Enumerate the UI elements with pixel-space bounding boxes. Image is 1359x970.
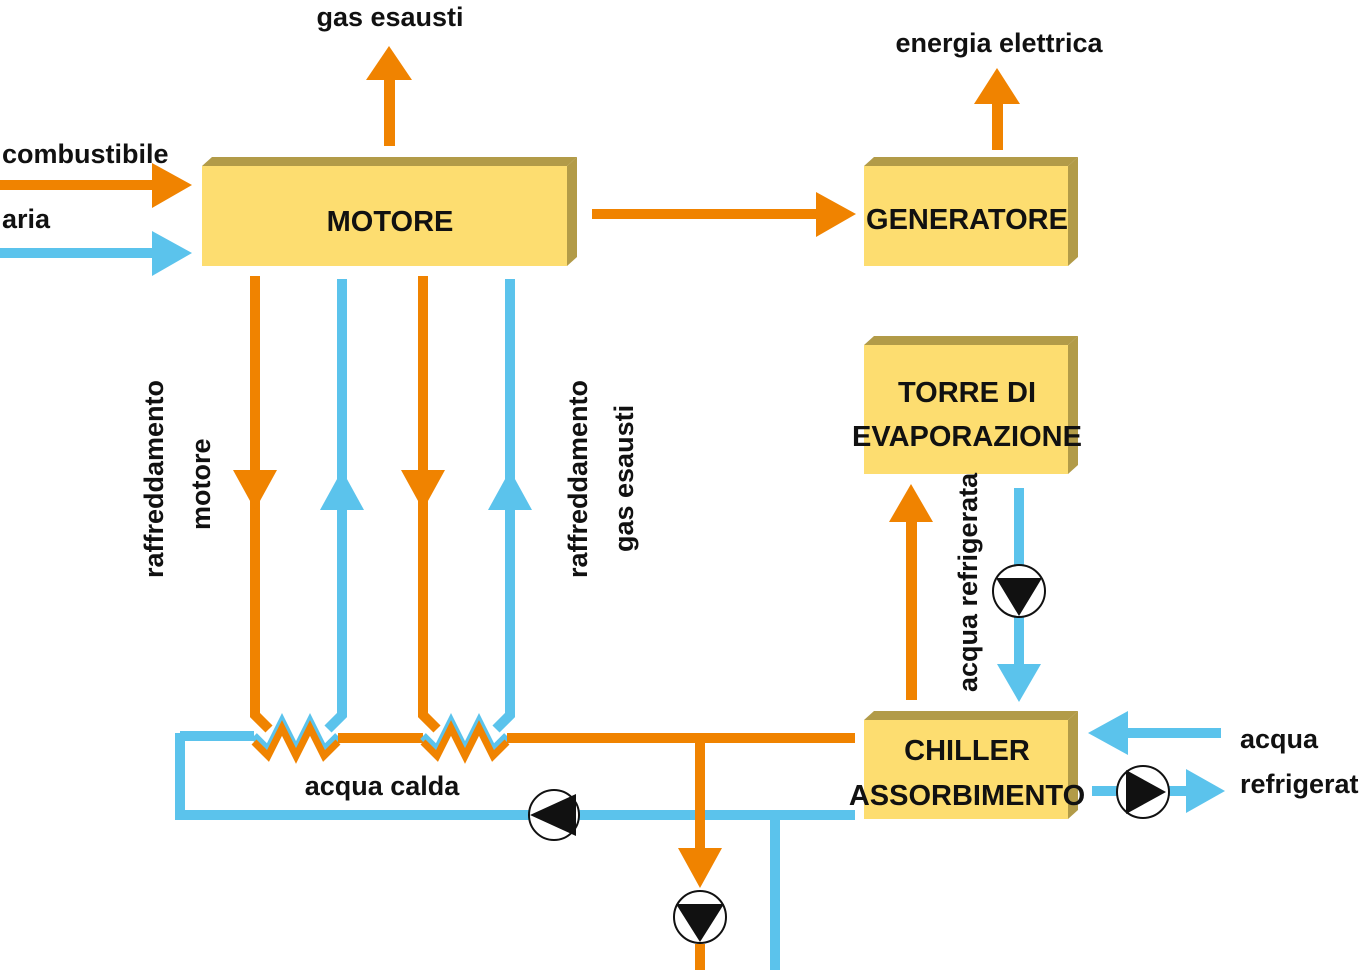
generatore-label: GENERATORE <box>866 204 1068 236</box>
acqua-calda-label: acqua calda <box>305 771 461 801</box>
pump-icon <box>528 789 580 841</box>
box-motore: MOTORE <box>202 157 577 266</box>
loop-raffreddamento-gas <box>401 276 532 733</box>
arrow-acqua-in <box>1088 711 1221 755</box>
torre-label-line2: EVAPORAZIONE <box>852 421 1082 453</box>
acqua-refrigerata-vertical-label: acqua refrigerata <box>953 472 983 692</box>
pump-icon <box>673 890 727 944</box>
arrow-combustibile <box>0 163 192 208</box>
return-water-line <box>175 733 855 970</box>
loop-raffreddamento-motore <box>233 276 364 733</box>
arrow-aria <box>0 231 192 276</box>
raffreddamento-gas-label-2: gas esausti <box>609 405 639 552</box>
torre-label-line1: TORRE DI <box>898 377 1036 409</box>
raffreddamento-gas-label-1: raffreddamento <box>563 380 593 578</box>
box-generatore: GENERATORE <box>864 157 1078 266</box>
energia-elettrica-label: energia elettrica <box>895 28 1103 58</box>
pump-icon <box>1116 765 1170 819</box>
hot-branch-down <box>678 738 722 970</box>
combustibile-label: combustibile <box>2 139 169 169</box>
arrow-chiller-to-torre <box>889 484 933 700</box>
pump-icon <box>992 564 1046 618</box>
acqua-out-label-1: acqua <box>1240 724 1319 754</box>
raffreddamento-motore-label-1: raffreddamento <box>139 380 169 578</box>
box-chiller-assorbimento: CHILLER ASSORBIMENTO <box>849 711 1085 819</box>
raffreddamento-motore-label-2: motore <box>186 438 216 530</box>
arrow-motore-generatore <box>592 192 856 237</box>
acqua-out-label-2: refrigerata <box>1240 769 1359 799</box>
arrow-energia-elettrica <box>974 68 1020 150</box>
motore-label: MOTORE <box>327 206 454 238</box>
box-torre-evaporazione: TORRE DI EVAPORAZIONE <box>852 336 1082 474</box>
chiller-label-line1: CHILLER <box>904 735 1030 767</box>
hot-water-line <box>180 713 855 764</box>
aria-label: aria <box>2 204 51 234</box>
chiller-label-line2: ASSORBIMENTO <box>849 780 1085 812</box>
gas-esausti-label: gas esausti <box>316 2 463 32</box>
arrow-gas-esausti <box>366 46 412 146</box>
